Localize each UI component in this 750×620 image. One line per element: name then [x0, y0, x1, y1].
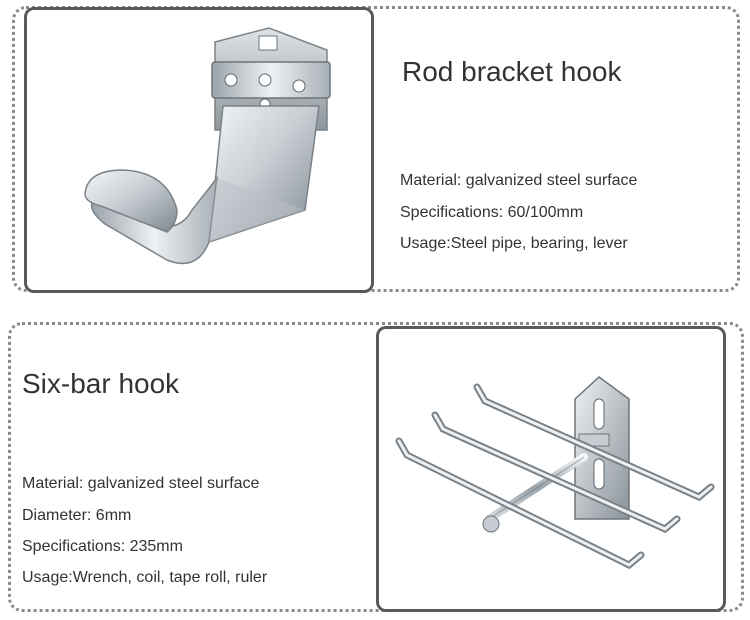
- rod-bracket-hook-image: [84, 27, 331, 265]
- product-spec-material: Material: galvanized steel surface: [22, 475, 260, 492]
- product-section-six-bar-frame: [8, 322, 744, 612]
- product-spec-usage: Usage:Wrench, coil, tape roll, ruler: [22, 569, 268, 586]
- product-section-rod-bracket-frame: [12, 6, 740, 292]
- product-spec-usage: Usage:Steel pipe, bearing, lever: [400, 235, 628, 252]
- rod-bracket-hook-image-card: [24, 7, 374, 293]
- product-spec-specifications: Specifications: 235mm: [22, 538, 183, 555]
- product-title: Rod bracket hook: [402, 56, 622, 87]
- product-spec-specifications: Specifications: 60/100mm: [400, 204, 584, 221]
- six-bar-hook-image-card: [376, 326, 726, 612]
- product-spec-material: Material: galvanized steel surface: [400, 172, 638, 189]
- product-title: Six-bar hook: [22, 368, 180, 399]
- six-bar-hook-image: [395, 376, 715, 570]
- product-spec-diameter: Diameter: 6mm: [22, 507, 132, 524]
